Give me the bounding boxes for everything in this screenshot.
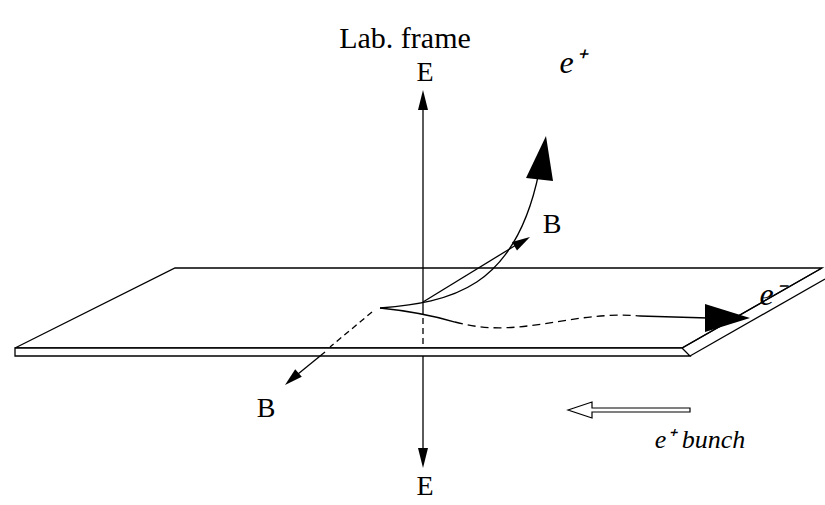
b-field-line <box>423 245 516 302</box>
field-label: B <box>257 394 276 422</box>
field-label: E <box>416 472 433 500</box>
arrowhead <box>526 136 553 181</box>
plane-edge <box>15 348 690 356</box>
field-label: E <box>416 58 433 86</box>
e-field-line <box>422 356 423 452</box>
frame-title: Lab. frame <box>339 23 471 53</box>
plane-surface <box>15 268 822 348</box>
arrowhead <box>705 304 750 332</box>
particle-label: e⁻ <box>759 278 784 310</box>
bunch-label: e⁺ bunch <box>655 427 746 453</box>
arrowhead <box>512 237 530 251</box>
plane-side <box>690 279 825 356</box>
e-field-line <box>422 106 423 308</box>
field-label: B <box>543 210 562 238</box>
electron-track <box>455 315 640 328</box>
b-field-line <box>330 312 372 347</box>
electron-track <box>380 308 455 322</box>
plane-side <box>682 268 822 348</box>
particle-label: e⁺ <box>559 46 584 78</box>
b-field-line <box>298 352 325 374</box>
bunch-arrow <box>568 402 690 418</box>
arrowhead <box>418 90 428 110</box>
arrowhead <box>285 369 302 385</box>
arrowhead <box>418 448 428 468</box>
positron-track <box>380 172 539 308</box>
electron-track <box>640 316 708 318</box>
